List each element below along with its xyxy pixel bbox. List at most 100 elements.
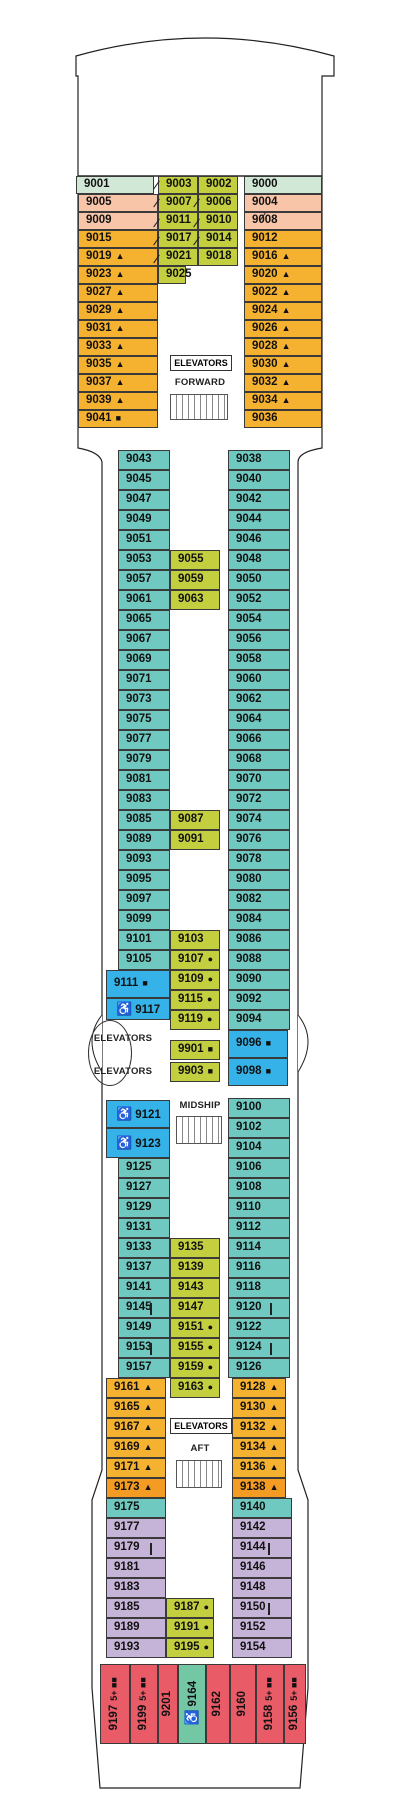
cabin-9014[interactable]: 9014	[198, 230, 238, 248]
cabin-9164[interactable]: ♿9164	[178, 1664, 206, 1744]
cabin-9062[interactable]: 9062	[228, 690, 290, 710]
cabin-9169[interactable]: 9169▲	[106, 1438, 166, 1458]
cabin-9161[interactable]: 9161▲	[106, 1378, 166, 1398]
cabin-9187[interactable]: 9187●	[166, 1598, 214, 1618]
cabin-9025[interactable]: 9025	[158, 266, 192, 284]
cabin-9181[interactable]: 9181	[106, 1558, 166, 1578]
cabin-9089[interactable]: 9089	[118, 830, 170, 850]
cabin-9118[interactable]: 9118	[228, 1278, 290, 1298]
cabin-9016[interactable]: 9016▲	[244, 248, 322, 266]
cabin-9136[interactable]: 9136▲	[232, 1458, 286, 1478]
cabin-9121[interactable]: ♿9121	[106, 1100, 170, 1128]
cabin-9903[interactable]: 9903■	[170, 1062, 220, 1082]
cabin-9114[interactable]: 9114	[228, 1238, 290, 1258]
cabin-9100[interactable]: 9100	[228, 1098, 290, 1118]
cabin-9049[interactable]: 9049	[118, 510, 170, 530]
cabin-9073[interactable]: 9073	[118, 690, 170, 710]
cabin-9035[interactable]: 9035▲	[78, 356, 158, 374]
cabin-9096[interactable]: 9096■	[228, 1030, 288, 1058]
cabin-9110[interactable]: 9110	[228, 1198, 290, 1218]
cabin-9162[interactable]: 9162	[206, 1664, 230, 1744]
cabin-9008[interactable]: 9008	[244, 212, 322, 230]
cabin-9175[interactable]: 9175	[106, 1498, 166, 1518]
cabin-9004[interactable]: 9004	[244, 194, 322, 212]
cabin-9103[interactable]: 9103	[170, 930, 220, 950]
cabin-9135[interactable]: 9135	[170, 1238, 220, 1258]
cabin-9131[interactable]: 9131	[118, 1218, 170, 1238]
cabin-9084[interactable]: 9084	[228, 910, 290, 930]
cabin-9195[interactable]: 9195●	[166, 1638, 214, 1658]
cabin-9088[interactable]: 9088	[228, 950, 290, 970]
cabin-9124[interactable]: 9124	[228, 1338, 290, 1358]
cabin-9141[interactable]: 9141	[118, 1278, 170, 1298]
cabin-9197[interactable]: 91975+ ■■	[100, 1664, 130, 1744]
cabin-9071[interactable]: 9071	[118, 670, 170, 690]
cabin-9163[interactable]: 9163●	[170, 1378, 220, 1398]
cabin-9123[interactable]: ♿9123	[106, 1128, 170, 1158]
cabin-9034[interactable]: 9034▲	[244, 392, 322, 410]
cabin-9091[interactable]: 9091	[170, 830, 220, 850]
cabin-9056[interactable]: 9056	[228, 630, 290, 650]
cabin-9074[interactable]: 9074	[228, 810, 290, 830]
cabin-9117[interactable]: ♿9117	[106, 998, 170, 1020]
cabin-9028[interactable]: 9028▲	[244, 338, 322, 356]
cabin-9017[interactable]: 9017	[158, 230, 198, 248]
cabin-9099[interactable]: 9099	[118, 910, 170, 930]
cabin-9104[interactable]: 9104	[228, 1138, 290, 1158]
cabin-9153[interactable]: 9153	[118, 1338, 170, 1358]
cabin-9116[interactable]: 9116	[228, 1258, 290, 1278]
cabin-9179[interactable]: 9179	[106, 1538, 166, 1558]
cabin-9001[interactable]: 9001	[76, 176, 154, 194]
cabin-9042[interactable]: 9042	[228, 490, 290, 510]
cabin-9058[interactable]: 9058	[228, 650, 290, 670]
cabin-9144[interactable]: 9144	[232, 1538, 292, 1558]
cabin-9087[interactable]: 9087	[170, 810, 220, 830]
cabin-9065[interactable]: 9065	[118, 610, 170, 630]
cabin-9138[interactable]: 9138▲	[232, 1478, 286, 1498]
cabin-9063[interactable]: 9063	[170, 590, 220, 610]
cabin-9106[interactable]: 9106	[228, 1158, 290, 1178]
cabin-9082[interactable]: 9082	[228, 890, 290, 910]
cabin-9098[interactable]: 9098■	[228, 1058, 288, 1086]
cabin-9031[interactable]: 9031▲	[78, 320, 158, 338]
cabin-9146[interactable]: 9146	[232, 1558, 292, 1578]
cabin-9149[interactable]: 9149	[118, 1318, 170, 1338]
cabin-9095[interactable]: 9095	[118, 870, 170, 890]
cabin-9086[interactable]: 9086	[228, 930, 290, 950]
cabin-9102[interactable]: 9102	[228, 1118, 290, 1138]
cabin-9111[interactable]: 9111■	[106, 970, 170, 998]
cabin-9047[interactable]: 9047	[118, 490, 170, 510]
cabin-9023[interactable]: 9023▲	[78, 266, 158, 284]
cabin-9038[interactable]: 9038	[228, 450, 290, 470]
cabin-9127[interactable]: 9127	[118, 1178, 170, 1198]
cabin-9129[interactable]: 9129	[118, 1198, 170, 1218]
cabin-9064[interactable]: 9064	[228, 710, 290, 730]
cabin-9075[interactable]: 9075	[118, 710, 170, 730]
cabin-9077[interactable]: 9077	[118, 730, 170, 750]
cabin-9010[interactable]: 9010	[198, 212, 238, 230]
cabin-9185[interactable]: 9185	[106, 1598, 166, 1618]
cabin-9156[interactable]: 91565+ ■■	[284, 1664, 306, 1744]
cabin-9085[interactable]: 9085	[118, 810, 170, 830]
cabin-9145[interactable]: 9145	[118, 1298, 170, 1318]
cabin-9066[interactable]: 9066	[228, 730, 290, 750]
cabin-9059[interactable]: 9059	[170, 570, 220, 590]
cabin-9112[interactable]: 9112	[228, 1218, 290, 1238]
cabin-9093[interactable]: 9093	[118, 850, 170, 870]
cabin-9090[interactable]: 9090	[228, 970, 290, 990]
cabin-9147[interactable]: 9147	[170, 1298, 220, 1318]
cabin-9159[interactable]: 9159●	[170, 1358, 220, 1378]
cabin-9134[interactable]: 9134▲	[232, 1438, 286, 1458]
cabin-9130[interactable]: 9130▲	[232, 1398, 286, 1418]
cabin-9151[interactable]: 9151●	[170, 1318, 220, 1338]
cabin-9092[interactable]: 9092	[228, 990, 290, 1010]
cabin-9050[interactable]: 9050	[228, 570, 290, 590]
cabin-9022[interactable]: 9022▲	[244, 284, 322, 302]
cabin-9125[interactable]: 9125	[118, 1158, 170, 1178]
cabin-9160[interactable]: 9160	[230, 1664, 256, 1744]
cabin-9021[interactable]: 9021	[158, 248, 198, 266]
cabin-9189[interactable]: 9189	[106, 1618, 166, 1638]
cabin-9126[interactable]: 9126	[228, 1358, 290, 1378]
cabin-9139[interactable]: 9139	[170, 1258, 220, 1278]
cabin-9171[interactable]: 9171▲	[106, 1458, 166, 1478]
